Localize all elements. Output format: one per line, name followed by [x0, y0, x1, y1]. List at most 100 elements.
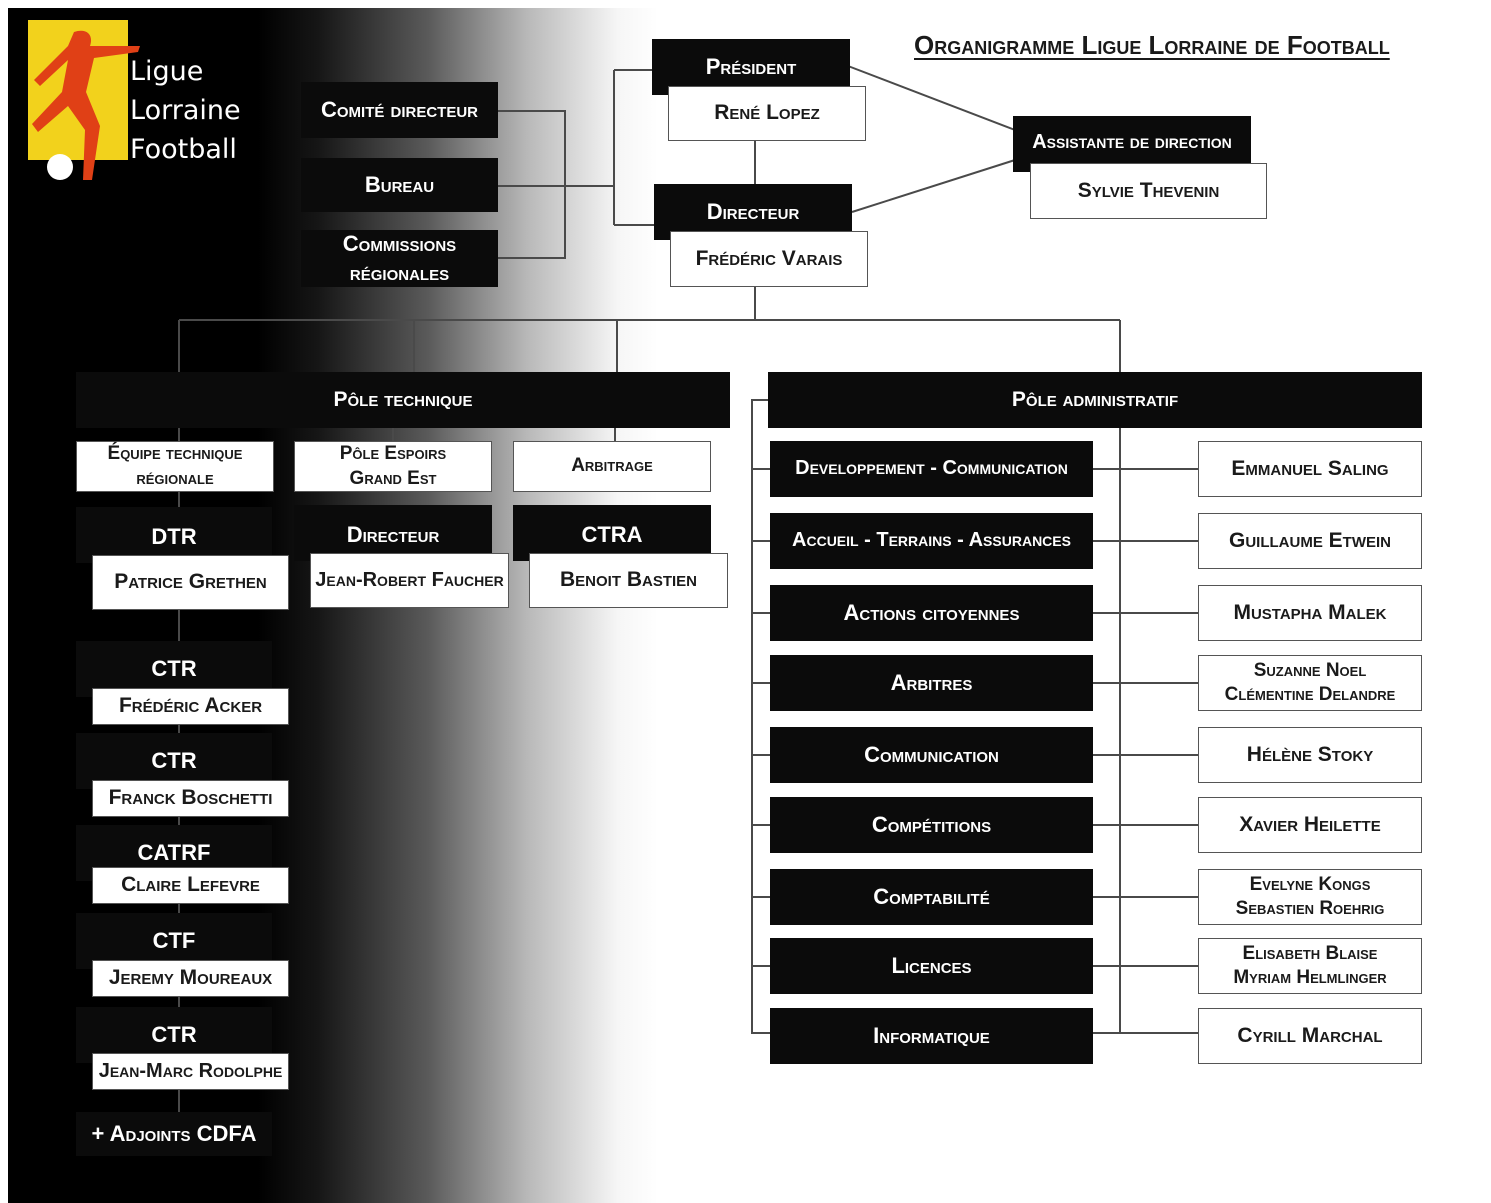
person-name: Clémentine Delandre [1224, 684, 1396, 705]
box-label: CTR [151, 1022, 197, 1047]
service-label: Informatique [873, 1022, 990, 1048]
box-label: CTRA [581, 522, 643, 547]
box-label: Pôle administratif [1011, 387, 1179, 411]
dtr-name-box: Patrice Grethen [92, 555, 289, 610]
ctra-name-box: Benoit Bastien [529, 553, 728, 608]
person-name: Cyrill Marchal [1237, 1023, 1383, 1047]
service-box: Licences [770, 938, 1093, 994]
pole-espoirs-box: Pôle Espoirs Grand Est [294, 441, 492, 492]
person-name: Emmanuel Saling [1231, 456, 1389, 480]
ctr-rodolphe-name-box: Jean-Marc Rodolphe [92, 1053, 289, 1090]
person-name: Jean-Marc Rodolphe [98, 1059, 283, 1082]
logo-text: Ligue Lorraine Football [130, 52, 241, 169]
arbitrage-box: Arbitrage [513, 441, 711, 492]
bureau-box: Bureau [301, 158, 498, 212]
person-name: Jean-Robert Faucher [315, 568, 504, 591]
box-label: CTF [152, 928, 196, 953]
box-label: Pôle technique [333, 387, 473, 411]
person-name: Patrice Grethen [114, 570, 267, 594]
logo-ball [47, 154, 73, 180]
person-name: Hélène Stoky [1246, 742, 1374, 766]
ligue-lorraine-logo [28, 20, 140, 180]
ctf-name-box: Jeremy Moureaux [92, 960, 289, 997]
service-people-box: Guillaume Etwein [1198, 513, 1422, 569]
espoirs-directeur-name-box: Jean-Robert Faucher [310, 553, 509, 608]
person-name: Guillaume Etwein [1229, 528, 1391, 552]
box-label: Assistante de direction [1032, 131, 1232, 153]
person-name: Claire Lefevre [121, 873, 260, 897]
person-name: Mustapha Malek [1233, 600, 1387, 624]
pole-administratif-header: Pôle administratif [768, 372, 1422, 428]
person-name: Frédéric Varais [695, 246, 843, 270]
service-people-box: Xavier Heilette [1198, 797, 1422, 853]
adjoints-cdfa-box: + Adjoints CDFA [76, 1112, 272, 1156]
person-name: Evelyne Kongs [1249, 873, 1371, 895]
ctf-title-box: CTF [76, 913, 272, 969]
directeur-title-box: Directeur [654, 184, 852, 240]
service-box: Comptabilité [770, 869, 1093, 925]
box-label: DTR [151, 524, 197, 549]
chart-title: Organigramme Ligue Lorraine de Football [914, 30, 1390, 60]
box-label: Directeur [706, 199, 800, 224]
service-box: Compétitions [770, 797, 1093, 853]
service-people-box: Cyrill Marchal [1198, 1008, 1422, 1064]
person-name: Benoit Bastien [559, 568, 697, 592]
person-name: Xavier Heilette [1239, 812, 1381, 836]
service-label: Communication [864, 741, 999, 767]
service-box: Actions citoyennes [770, 585, 1093, 641]
person-name: Frédéric Acker [118, 694, 263, 718]
catrf-name-box: Claire Lefevre [92, 867, 289, 904]
person-name: Myriam Helmlinger [1233, 967, 1387, 988]
box-label: Bureau [364, 171, 435, 197]
service-box: Accueil - Terrains - Assurances [770, 513, 1093, 569]
box-label: CTR [151, 656, 197, 681]
comite-directeur-box: Comité directeur [301, 82, 498, 138]
person-name: Suzanne Noel [1253, 659, 1367, 681]
service-people-box: Emmanuel Saling [1198, 441, 1422, 497]
ctr-boschetti-title-box: CTR [76, 733, 272, 789]
ctr-boschetti-name-box: Franck Boschetti [92, 780, 289, 817]
pole-technique-header: Pôle technique [76, 372, 730, 428]
box-label: CTR [151, 748, 197, 773]
service-label: Licences [891, 952, 972, 978]
dtr-title-box: DTR [76, 507, 272, 563]
commissions-regionales-box: Commissions régionales [301, 230, 498, 287]
person-name: René Lopez [714, 101, 820, 125]
box-label: Équipe technique régionale [107, 443, 243, 489]
service-box: Arbitres [770, 655, 1093, 711]
logo-line: Football [130, 134, 237, 165]
service-box: Communication [770, 727, 1093, 783]
box-label: + Adjoints CDFA [91, 1120, 257, 1146]
president-title-box: Président [652, 39, 850, 95]
box-label: Commissions régionales [342, 231, 457, 285]
ctra-title-box: CTRA [513, 505, 711, 561]
ctr-acker-name-box: Frédéric Acker [92, 688, 289, 725]
service-people-box: Evelyne Kongs Sebastien Roehrig [1198, 869, 1422, 925]
logo-line: Ligue [130, 56, 204, 87]
service-people-box: Elisabeth Blaise Myriam Helmlinger [1198, 938, 1422, 994]
box-label: Directeur [346, 522, 440, 547]
logo-player-figure [32, 30, 140, 180]
logo-line: Lorraine [130, 95, 241, 126]
service-label: Actions citoyennes [843, 599, 1020, 625]
box-label: Président [705, 54, 797, 79]
service-people-box: Mustapha Malek [1198, 585, 1422, 641]
service-label: Comptabilité [873, 883, 990, 909]
equipe-technique-box: Équipe technique régionale [76, 441, 274, 492]
assistante-title-box: Assistante de direction [1013, 116, 1251, 172]
service-label: Developpement - Communication [795, 457, 1068, 480]
box-label: Comité directeur [321, 96, 478, 122]
person-name: Franck Boschetti [108, 786, 273, 810]
ctr-acker-title-box: CTR [76, 641, 272, 697]
espoirs-directeur-title-box: Directeur [294, 505, 492, 561]
person-name: Sebastien Roehrig [1235, 898, 1385, 919]
person-name: Sylvie Thevenin [1077, 178, 1220, 202]
service-people-box: Suzanne Noel Clémentine Delandre [1198, 655, 1422, 711]
box-label: Pôle Espoirs Grand Est [339, 443, 447, 489]
service-box: Developpement - Communication [770, 441, 1093, 497]
person-name: Jeremy Moureaux [108, 966, 273, 990]
service-people-box: Hélène Stoky [1198, 727, 1422, 783]
box-label: CATRF [137, 840, 211, 865]
box-label: Arbitrage [571, 455, 653, 477]
